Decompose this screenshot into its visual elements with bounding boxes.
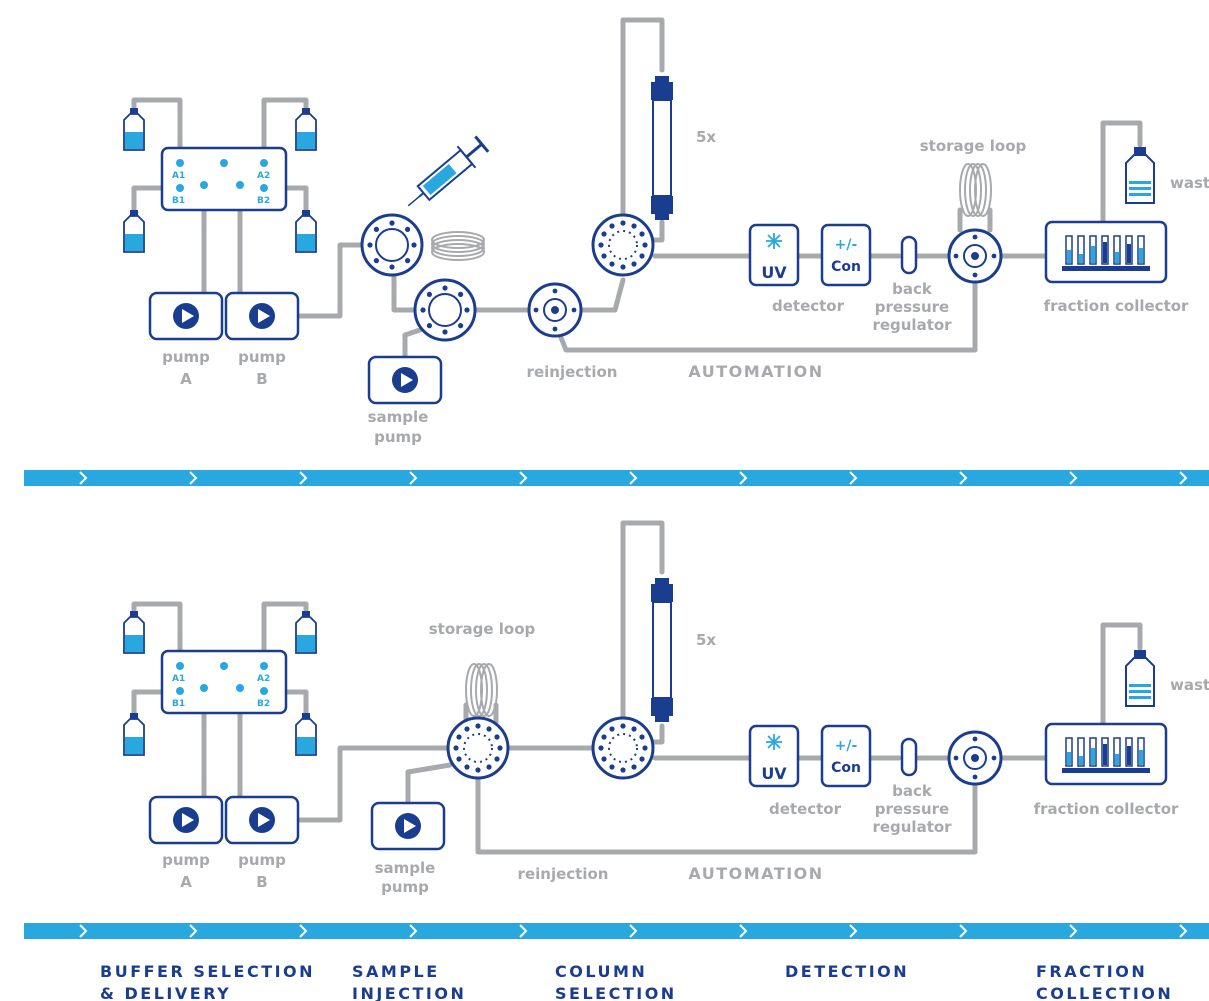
back-pressure-regulator: [900, 737, 918, 777]
pump-a-label-line1: pump: [162, 851, 210, 869]
stage-labels: BUFFER SELECTION & DELIVERY SAMPLE INJEC…: [100, 962, 1173, 1001]
buffer-bottle-b1: [123, 209, 145, 253]
port-label-a2: A2: [257, 674, 270, 684]
waste-label: wast: [1170, 676, 1209, 694]
pump-b-label-line2: B: [256, 370, 267, 388]
uv-label: UV: [761, 764, 787, 783]
storage-loop-coil: [465, 663, 498, 717]
pump-b-label-line1: pump: [238, 348, 286, 366]
fraction-collector-label: fraction collector: [1044, 297, 1189, 315]
storage-loop-label: storage loop: [429, 620, 536, 638]
conductivity-sign-label: +/-: [835, 237, 858, 253]
sample-pump: [370, 801, 446, 851]
column-icon: [650, 75, 674, 221]
port-label-b2: B2: [257, 196, 270, 206]
uv-label: UV: [761, 263, 787, 282]
panel-top: A1 A2 B1 B2 pump A pump B sample pump re…: [123, 17, 1209, 446]
port-label-a2: A2: [257, 171, 270, 181]
back-pressure-regulator: [900, 235, 918, 275]
waste-bottle: [1125, 146, 1155, 204]
injection-storage-valve: [446, 716, 510, 780]
port-label-b1: B1: [172, 196, 185, 206]
buffer-bottle-a1: [123, 107, 145, 151]
reinjection-label: reinjection: [518, 865, 609, 883]
sample-pump-label-line1: sample: [368, 408, 429, 426]
waste-label: wast: [1170, 174, 1209, 192]
storage-loop-coil: [959, 163, 992, 217]
storage-valve: [947, 228, 1003, 284]
sample-pump: [367, 355, 443, 405]
conductivity-label: Con: [831, 259, 861, 275]
fraction-collector-label: fraction collector: [1034, 800, 1179, 818]
automation-label: AUTOMATION: [688, 864, 823, 883]
bpr-label-line2: pressure: [875, 298, 949, 316]
fraction-collector: [1044, 220, 1168, 284]
sample-pump-label-line1: sample: [375, 859, 436, 877]
stage-sample-line2: INJECTION: [352, 984, 466, 1001]
stage-column-line1: COLUMN: [555, 962, 647, 981]
bpr-label-line2: pressure: [875, 800, 949, 818]
column-multiplier-label: 5x: [696, 128, 716, 146]
bpr-label-line1: back: [892, 782, 933, 800]
waste-bottle: [1125, 649, 1155, 707]
stage-column-line2: SELECTION: [555, 984, 677, 1001]
injection-valve: [360, 213, 424, 277]
buffer-bottle-a1: [123, 610, 145, 654]
port-label-a1: A1: [172, 171, 185, 181]
fraction-valve: [947, 730, 1003, 786]
automation-label: AUTOMATION: [688, 362, 823, 381]
fraction-collector: [1044, 722, 1168, 786]
pump-a-label-line2: A: [180, 370, 192, 388]
pump-b: [224, 795, 300, 845]
detector-label: detector: [769, 800, 842, 818]
column-icon: [650, 577, 674, 723]
stage-sample-line1: SAMPLE: [352, 962, 440, 981]
buffer-bottle-a2: [295, 610, 317, 654]
conductivity-label: Con: [831, 760, 861, 776]
port-label-b1: B1: [172, 699, 185, 709]
pump-b-label-line1: pump: [238, 851, 286, 869]
reinjection-valve: [527, 282, 583, 338]
column-multiplier-label: 5x: [696, 631, 716, 649]
stage-buffer-line2: & DELIVERY: [100, 984, 231, 1001]
stage-fraction-line1: FRACTION: [1036, 962, 1147, 981]
pump-a-label-line2: A: [180, 873, 192, 891]
pump-b: [224, 291, 300, 341]
sample-loop-coil: [431, 231, 485, 261]
conductivity-sign-label: +/-: [835, 738, 858, 754]
inlet-valve-manifold: A1 A2 B1 B2: [160, 146, 288, 212]
loading-valve: [413, 278, 477, 342]
stage-fraction-line2: COLLECTION: [1036, 984, 1173, 1001]
column-selection-valve: [591, 213, 655, 277]
pump-a: [148, 795, 224, 845]
port-label-a1: A1: [172, 674, 185, 684]
sample-pump-label-line2: pump: [381, 878, 429, 896]
column-selection-valve: [591, 716, 655, 780]
bpr-label-line3: regulator: [872, 818, 952, 836]
panel-bottom: A1 A2 B1 B2 pump A pump B sample pump st…: [123, 520, 1209, 896]
pump-a: [148, 291, 224, 341]
storage-loop-label: storage loop: [920, 137, 1027, 155]
port-label-b2: B2: [257, 699, 270, 709]
conductivity-detector: [820, 724, 872, 788]
buffer-bottle-b2: [295, 209, 317, 253]
inlet-valve-manifold: A1 A2 B1 B2: [160, 649, 288, 715]
stage-buffer-line1: BUFFER SELECTION: [100, 962, 315, 981]
pump-b-label-line2: B: [256, 873, 267, 891]
pump-a-label-line1: pump: [162, 348, 210, 366]
process-band-top: [24, 470, 1209, 486]
buffer-bottle-b2: [295, 712, 317, 756]
process-band-bottom: [24, 923, 1209, 939]
reinjection-label: reinjection: [527, 363, 618, 381]
detector-label: detector: [772, 297, 845, 315]
sample-pump-label-line2: pump: [374, 428, 422, 446]
stage-detection: DETECTION: [785, 962, 909, 981]
buffer-bottle-b1: [123, 712, 145, 756]
bpr-label-line1: back: [892, 280, 933, 298]
conductivity-detector: [820, 223, 872, 287]
bpr-label-line3: regulator: [872, 316, 952, 334]
syringe-icon: [407, 135, 490, 207]
buffer-bottle-a2: [295, 107, 317, 151]
